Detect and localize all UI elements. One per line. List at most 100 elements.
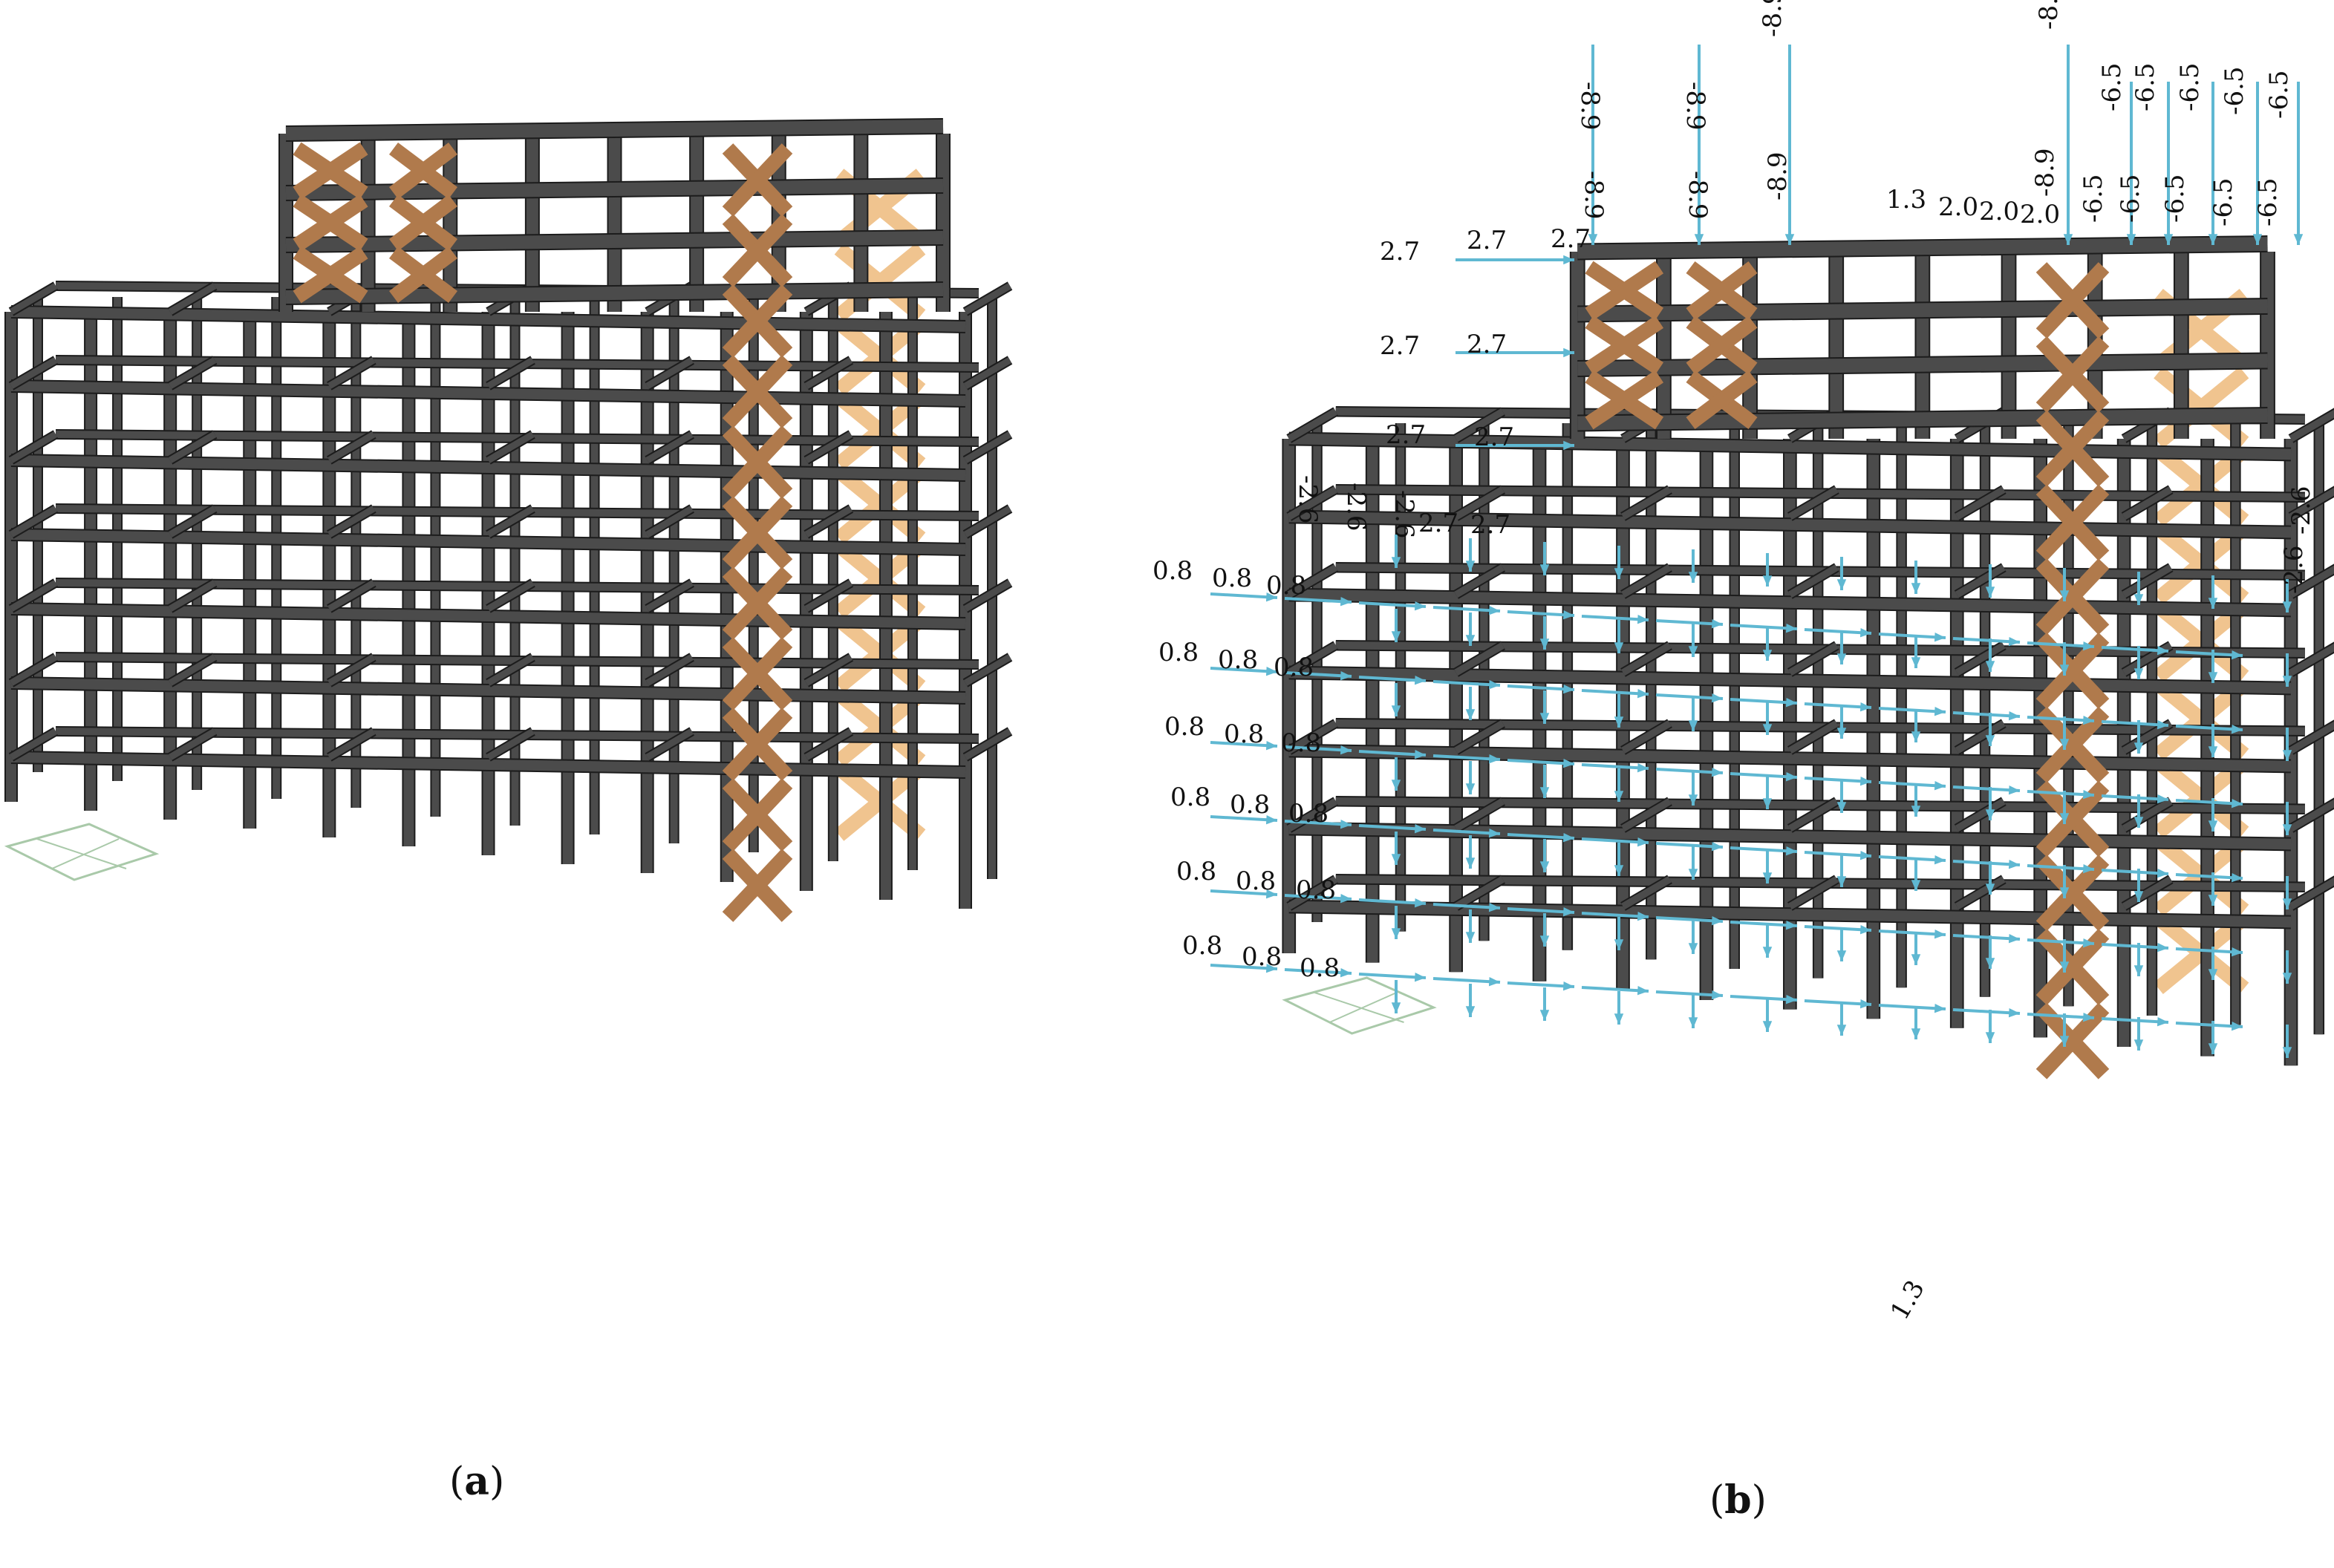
load-arrow-icon	[1655, 990, 1724, 1000]
load-arrow-icon	[2175, 650, 2243, 660]
beam	[10, 678, 966, 703]
load-arrow-icon	[1358, 601, 1427, 611]
load-arrow-icon	[2208, 724, 2218, 757]
load-arrow-icon	[1391, 535, 1401, 568]
beam	[1955, 564, 2006, 598]
load-arrow-icon	[1581, 762, 1649, 773]
load-arrow-icon	[2282, 579, 2292, 612]
load-arrow-icon	[1688, 772, 1698, 806]
load-arrow-icon	[2133, 943, 2144, 976]
load-label-podium-vertical: -2.6	[2286, 486, 2316, 535]
load-arrow-icon	[1614, 768, 1624, 802]
load-arrow-icon	[1952, 933, 2021, 944]
beam	[804, 580, 853, 612]
load-arrow-icon	[1688, 995, 1698, 1028]
load-arrow-icon	[1210, 592, 1278, 602]
load-arrow-icon	[1694, 45, 1704, 245]
cross-brace	[2154, 367, 2249, 448]
load-arrow-icon	[2059, 716, 2070, 750]
beam	[1288, 433, 2292, 460]
load-label-lateral-lower: 0.8	[1288, 799, 1329, 829]
load-arrow-icon	[1284, 596, 1352, 607]
load-arrow-icon	[1539, 913, 1550, 947]
beam	[327, 431, 376, 463]
beam	[168, 654, 217, 686]
load-arrow-icon	[1911, 561, 1921, 594]
cross-brace	[293, 246, 368, 304]
beam	[1454, 876, 1505, 910]
beam	[963, 283, 1012, 315]
load-arrow-icon	[1581, 911, 1649, 921]
load-arrow-icon	[1284, 745, 1352, 755]
load-arrow-icon	[1952, 859, 2021, 869]
load-arrow-icon	[1456, 347, 1574, 358]
load-arrow-icon	[1952, 636, 2021, 647]
load-label-lateral-lower: 0.8	[1274, 653, 1314, 682]
beam	[1577, 353, 2268, 376]
beam	[486, 431, 535, 463]
load-label-lateral-upper: 2.7	[1551, 224, 1591, 254]
load-arrow-icon	[1507, 610, 1575, 620]
cross-brace	[2035, 410, 2110, 487]
beam	[1577, 408, 2268, 431]
load-arrow-icon	[1730, 846, 1798, 856]
beam	[168, 283, 217, 315]
load-arrow-icon	[1432, 679, 1501, 690]
beam	[2122, 876, 2173, 910]
beam	[327, 506, 376, 538]
load-arrow-icon	[1539, 765, 1550, 798]
load-label-lateral-lower: 0.8	[1300, 953, 1340, 983]
load-arrow-icon	[1911, 932, 1921, 965]
load-label-podium-vertical: -2.6	[1389, 490, 1419, 539]
load-arrow-icon	[2175, 872, 2243, 883]
cross-brace	[722, 425, 793, 499]
load-label-roof-lower: -6.5	[2116, 174, 2145, 223]
beam	[486, 654, 535, 686]
load-arrow-icon	[2059, 939, 2070, 973]
load-label-lateral-upper: 2.7	[1380, 237, 1420, 267]
beam	[1454, 486, 1505, 520]
beam	[1454, 642, 1505, 676]
cross-brace	[293, 194, 368, 252]
load-arrow-icon	[1952, 785, 2021, 795]
load-arrow-icon	[1432, 605, 1501, 615]
load-arrow-icon	[1391, 906, 1401, 939]
load-arrow-icon	[2059, 1013, 2070, 1047]
load-arrow-icon	[2175, 724, 2243, 734]
frame-members-b	[1282, 235, 2334, 1079]
load-arrow-icon	[2293, 82, 2304, 245]
load-arrow-icon	[2133, 869, 2144, 902]
load-label-roof-top: -8.9	[1575, 82, 1605, 131]
cross-brace	[1686, 370, 1758, 429]
cross-brace	[1686, 316, 1758, 375]
beam	[486, 357, 535, 389]
load-label-roof-top: -6.5	[2175, 62, 2205, 111]
beam	[10, 381, 966, 406]
load-arrow-icon	[2175, 798, 2243, 808]
beam	[1955, 876, 2006, 910]
beam	[486, 580, 535, 612]
load-arrow-icon	[1804, 924, 1872, 935]
load-arrow-icon	[1432, 754, 1501, 764]
load-arrow-icon	[1804, 702, 1872, 712]
beam	[168, 728, 217, 760]
load-label-base: 1.3	[1885, 1275, 1931, 1325]
load-arrow-icon	[1507, 906, 1575, 917]
load-arrow-icon	[1210, 666, 1278, 676]
load-arrow-icon	[2101, 645, 2169, 656]
beam	[1955, 798, 2006, 832]
load-arrow-icon	[1210, 814, 1278, 825]
load-arrow-icon	[1730, 920, 1798, 930]
cross-brace	[389, 246, 457, 303]
load-label-roof-lower: -6.5	[2209, 177, 2238, 226]
beam	[804, 506, 853, 538]
load-arrow-icon	[2282, 653, 2292, 687]
cross-brace	[722, 214, 793, 287]
load-arrow-icon	[1358, 898, 1427, 908]
cross-brace	[1585, 370, 1664, 430]
beam	[285, 231, 944, 252]
beam	[9, 506, 58, 538]
load-arrow-icon	[1465, 761, 1476, 794]
cross-brace	[2035, 632, 2110, 709]
beam	[645, 431, 694, 463]
